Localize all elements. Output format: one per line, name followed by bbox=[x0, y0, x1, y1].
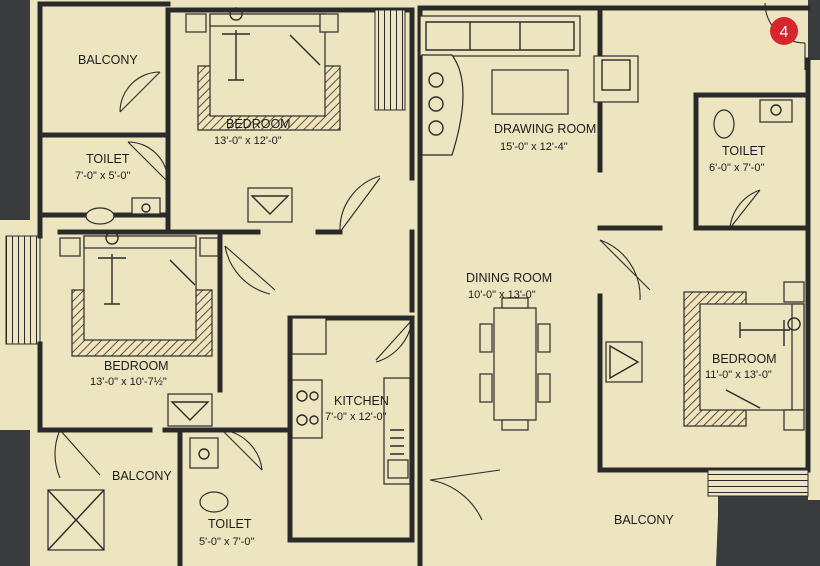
dining-table bbox=[479, 297, 551, 431]
toilet-bottom-fixtures bbox=[189, 437, 229, 513]
room-name-dining-room: DINING ROOM bbox=[466, 271, 552, 285]
room-dims-bedroom-top: 13'-0" x 12'-0" bbox=[214, 135, 282, 147]
room-name-bedroom-right: BEDROOM bbox=[712, 352, 777, 366]
room-dims-toilet-right: 6'-0" x 7'-0" bbox=[709, 162, 765, 174]
unit-number-badge: 4 bbox=[770, 17, 798, 45]
room-dims-toilet-bottom: 5'-0" x 7'-0" bbox=[199, 536, 255, 548]
room-dims-bedroom-left: 13'-0" x 10'-7½" bbox=[90, 376, 167, 388]
room-dims-toilet-left: 7'-0" x 5'-0" bbox=[75, 170, 131, 182]
room-dims-dining-room: 10'-0" x 13'-0" bbox=[468, 289, 536, 301]
room-name-kitchen: KITCHEN bbox=[334, 394, 389, 408]
bed-left-bedroom bbox=[59, 231, 219, 357]
kitchen-counter bbox=[291, 317, 411, 485]
bed-top-bedroom bbox=[185, 7, 341, 131]
room-name-balcony-bottom-left: BALCONY bbox=[112, 469, 172, 483]
room-labels: BALCONY TOILET 7'-0" x 5'-0" BEDROOM 13'… bbox=[75, 53, 777, 548]
room-name-toilet-right: TOILET bbox=[722, 144, 766, 158]
room-name-drawing-room: DRAWING ROOM bbox=[494, 122, 596, 136]
balcony-railing bbox=[707, 469, 809, 497]
room-name-balcony-bottom: BALCONY bbox=[614, 513, 674, 527]
walls bbox=[37, 1, 811, 566]
armchair-top-bedroom bbox=[247, 187, 293, 223]
room-name-toilet-left: TOILET bbox=[86, 152, 130, 166]
toilet-left-fixtures bbox=[85, 197, 161, 225]
shaft-grille bbox=[374, 9, 406, 111]
room-dims-drawing-room: 15'-0" x 12'-4" bbox=[500, 141, 568, 153]
room-name-bedroom-top: BEDROOM bbox=[226, 117, 291, 131]
room-dims-bedroom-right: 11'-0" x 13'-0" bbox=[705, 369, 772, 381]
room-name-toilet-bottom: TOILET bbox=[208, 517, 252, 531]
sofa-set bbox=[419, 15, 639, 156]
toilet-right-fixtures bbox=[713, 99, 793, 139]
duct-box bbox=[47, 489, 105, 551]
room-dims-kitchen: 7'-0" x 12'-0" bbox=[325, 411, 387, 423]
room-name-bedroom-left: BEDROOM bbox=[104, 359, 169, 373]
badge-number: 4 bbox=[780, 24, 789, 41]
room-name-balcony-top-left: BALCONY bbox=[78, 53, 138, 67]
doors bbox=[54, 2, 806, 521]
bed-right-bedroom bbox=[605, 281, 805, 431]
armchair-left-bedroom bbox=[167, 393, 213, 427]
badge-circle bbox=[770, 17, 798, 45]
